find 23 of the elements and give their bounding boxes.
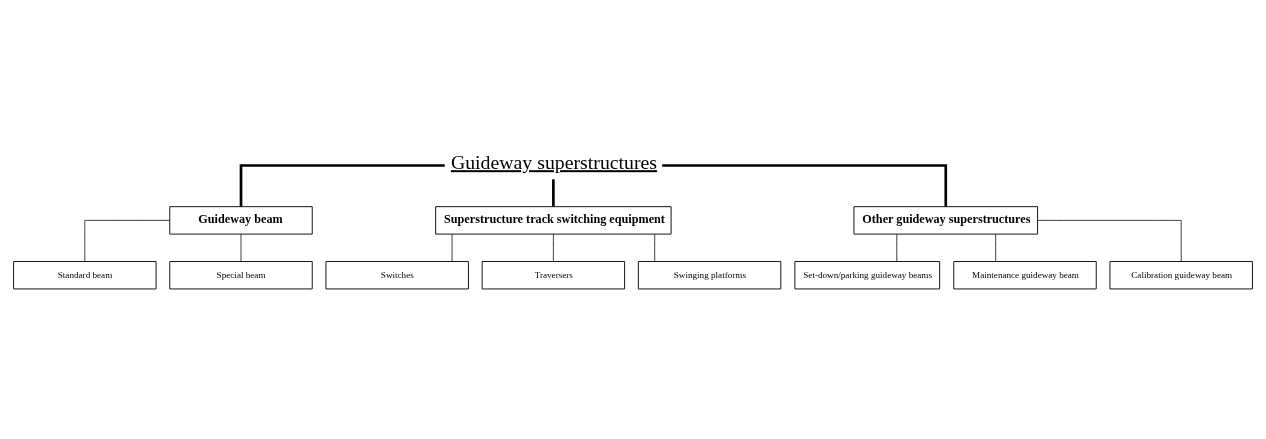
node-box: Switches — [325, 260, 469, 289]
connector — [896, 233, 898, 262]
node-box: Guideway beam — [169, 205, 313, 235]
connector — [552, 178, 555, 206]
node-box: Special beam — [169, 260, 313, 289]
node-box: Swinging platforms — [637, 260, 782, 289]
node-box: Traversers — [481, 260, 626, 289]
connector — [451, 233, 453, 262]
node-box: Set-down/parking guideway beams — [794, 260, 941, 289]
node-box: Superstructure track switching equipment — [435, 205, 672, 235]
node-box: Calibration guideway beam — [1109, 260, 1253, 289]
connector — [662, 163, 948, 207]
connector — [654, 233, 656, 262]
connector — [553, 233, 554, 262]
connector — [240, 233, 242, 262]
node-box: Standard beam — [13, 260, 157, 289]
connector — [995, 233, 997, 262]
node-text: Guideway superstructures — [450, 150, 658, 173]
node-box: Maintenance guideway beam — [953, 260, 1097, 289]
connector — [1037, 219, 1182, 262]
connector — [84, 219, 171, 262]
connector — [239, 163, 445, 207]
node-box: Other guideway superstructures — [853, 205, 1039, 235]
